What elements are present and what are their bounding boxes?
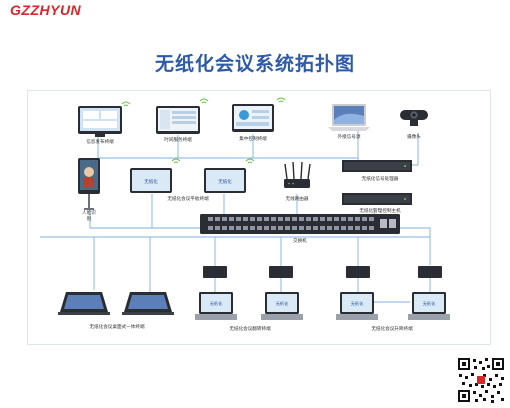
wifi-icon: [199, 98, 209, 104]
link-face-switch: [89, 210, 200, 229]
qr-code-image: [456, 356, 506, 404]
label-lift-group-a: 无纸化会议翻转终端: [229, 327, 271, 332]
mini-host-icon: [418, 266, 442, 278]
info-release-terminal: [78, 101, 131, 137]
switch-ports: [208, 217, 396, 230]
label-switch: 交换机: [293, 239, 307, 244]
label-ext-signal: 外接信号源: [337, 135, 361, 140]
link-camera: [412, 133, 419, 166]
wifi-icon: [121, 101, 131, 107]
label-time-service: 时间服务终端: [164, 138, 192, 143]
desktop-terminal-b: [122, 292, 174, 315]
lift-terminal-d: [408, 292, 450, 320]
lift-terminal-c: [336, 292, 378, 320]
lift-boxes: [203, 266, 442, 278]
signal-processor: [342, 160, 412, 172]
time-service-terminal: [156, 98, 209, 134]
lift-a-screen-text: 无纸化: [210, 300, 223, 307]
wifi-icon: [245, 158, 255, 164]
wifi-icon: [276, 97, 286, 103]
label-info-release: 信息发布终端: [86, 140, 114, 145]
label-camera: 摄像头: [407, 135, 421, 140]
label-tablet-group: 无纸化会议平板终端: [167, 197, 209, 202]
tablet-right-screen-text: 无纸化: [218, 178, 232, 185]
lift-terminal-b: [261, 292, 303, 320]
face-recognition-terminal: [78, 158, 100, 210]
mini-host-icon: [269, 266, 293, 278]
diagram-title: 无纸化会议系统拓扑图: [154, 53, 355, 75]
desktop-terminal-a: [58, 292, 110, 315]
label-lift-group-b: 无纸化会议升降终端: [371, 327, 413, 332]
tablet-left-screen-text: 无纸化: [144, 178, 158, 185]
link-top-bus: [97, 128, 359, 159]
lift-b-screen-text: 无纸化: [276, 300, 289, 307]
external-signal-laptop: [328, 104, 370, 131]
mini-host-icon: [203, 266, 227, 278]
label-router: 无线路由器: [285, 197, 309, 202]
label-host: 无纸化管理控制主机: [359, 209, 401, 214]
lift-terminal-a: [195, 292, 237, 320]
wifi-icon: [171, 158, 181, 164]
camera-device: [400, 110, 428, 126]
wireless-router: [284, 161, 311, 188]
link-right-bus: [398, 227, 431, 265]
tablet-right: [204, 158, 255, 193]
network-switch: [200, 214, 400, 234]
label-desktop-terminal: 无纸化会议桌面式一体终端: [89, 325, 145, 330]
tablet-left: [130, 158, 181, 193]
label-signal-processor: 无纸化信号处理器: [361, 177, 399, 182]
router-icon: [284, 179, 310, 188]
central-control-terminal: [232, 97, 286, 132]
mini-host-icon: [346, 266, 370, 278]
management-host: [342, 193, 412, 205]
lift-d-screen-text: 无纸化: [423, 300, 436, 307]
brand-logo: GZZHYUN: [10, 2, 82, 18]
label-central-control: 集中控制终端: [239, 137, 267, 142]
label-face-gate: 人脸识别: [82, 211, 96, 222]
lift-c-screen-text: 无纸化: [351, 300, 364, 307]
